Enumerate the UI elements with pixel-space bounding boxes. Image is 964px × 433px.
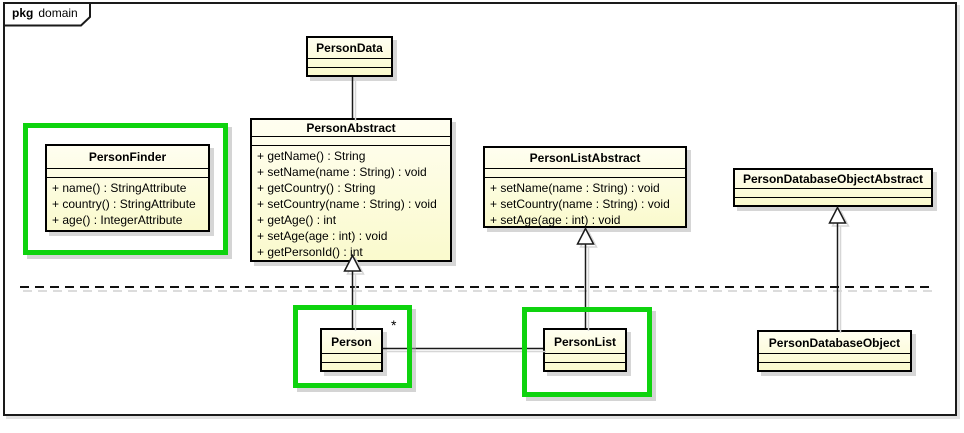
attributes-compartment [252,136,450,145]
operations-compartment [322,362,381,370]
class-title: PersonList [553,334,616,349]
attributes-compartment [759,353,910,362]
package-frame [3,2,957,416]
highlight-personfinder [23,123,228,255]
operations-compartment [545,362,625,370]
class-personlist[interactable]: PersonList [543,328,627,372]
operation: + age() : IntegerAttribute [52,213,183,227]
operation: + getPersonId() : int [257,245,363,259]
operation: + setAge(age : int) : void [490,213,621,226]
operation: + setAge(age : int) : void [257,229,388,243]
dashed-separator-line [20,286,930,288]
operation: + setCountry(name : String) : void [257,197,437,211]
class-title: PersonListAbstract [529,151,641,166]
package-keyword: pkg [12,6,34,20]
package-tab-label: pkg domain [12,6,78,20]
class-title: PersonDatabaseObject [768,335,901,350]
class-title: PersonData [316,41,383,55]
attributes-compartment [545,353,625,362]
operation: + country() : StringAttribute [52,197,196,211]
operations-compartment [735,197,931,205]
attributes-compartment [735,188,931,197]
class-title: PersonAbstract [306,121,396,135]
operation: + setName(name : String) : void [257,165,427,179]
operation: + getAge() : int [257,213,337,227]
operation: + getCountry() : String [257,181,376,195]
multiplicity-label: * [391,317,397,333]
operations-compartment: + name() : StringAttribute + country() :… [47,177,208,230]
operation: + name() : StringAttribute [52,181,187,195]
operations-compartment [308,67,391,75]
operations-compartment [759,362,910,370]
highlight-personlist [522,307,652,397]
class-personfinder[interactable]: PersonFinder + name() : StringAttribute … [45,144,210,232]
operation: + setName(name : String) : void [490,181,660,196]
highlight-person [293,305,412,388]
attributes-compartment [485,168,685,177]
operation: + getName() : String [257,149,366,163]
operations-compartment: + setName(name : String) : void + setCou… [485,177,685,226]
separator-shadow [23,290,933,292]
operations-compartment: + getName() : String + setName(name : St… [252,145,450,260]
attributes-compartment [47,168,208,177]
attributes-compartment [308,58,391,67]
attributes-compartment [322,353,381,362]
class-personlistabstract[interactable]: PersonListAbstract + setName(name : Stri… [483,146,687,228]
package-name: domain [38,6,78,20]
class-persondatabaseobjectabstract[interactable]: PersonDatabaseObjectAbstract [733,168,933,207]
class-title: PersonFinder [88,150,167,164]
operation: + setCountry(name : String) : void [490,197,670,212]
class-persondata[interactable]: PersonData [306,36,393,77]
class-title: PersonDatabaseObjectAbstract [742,172,924,186]
class-title: Person [331,334,372,349]
class-persondatabaseobject[interactable]: PersonDatabaseObject [757,330,912,372]
class-personabstract[interactable]: PersonAbstract + getName() : String + se… [250,118,452,262]
